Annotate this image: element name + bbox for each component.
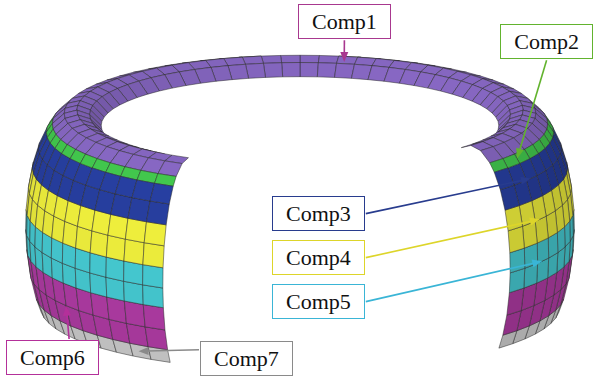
mesh-element [125, 218, 146, 242]
mesh-element [92, 210, 111, 235]
mesh-element [337, 56, 358, 64]
leader-line [366, 263, 534, 301]
leader-lines [63, 40, 547, 355]
mesh-element [150, 183, 173, 204]
mesh-element [318, 55, 338, 63]
mesh-element [143, 265, 163, 288]
mesh-element [317, 63, 336, 78]
mesh-element [261, 55, 281, 63]
callout-label: Comp6 [20, 345, 85, 370]
mesh-element [281, 55, 300, 62]
leader-line [520, 60, 547, 150]
mesh-element [90, 231, 108, 257]
mesh-element [124, 261, 143, 285]
callout-box: Comp4 [272, 240, 365, 275]
arrow-head [529, 218, 540, 226]
arrow-head [520, 177, 531, 185]
mesh-element [146, 201, 169, 225]
mesh-element [242, 56, 263, 64]
callout-box: Comp7 [200, 341, 293, 376]
arrow-head [516, 148, 524, 159]
leader-line [366, 180, 522, 213]
mesh-element [144, 222, 166, 246]
mesh-element [124, 281, 144, 304]
leader-line [147, 350, 199, 351]
mesh-element [145, 327, 168, 350]
mesh-element [108, 214, 128, 239]
arrow-head [63, 306, 71, 316]
callout-label: Comp4 [286, 245, 351, 270]
mesh-element [300, 63, 318, 77]
callout-label: Comp1 [312, 9, 377, 34]
callout-box: Comp5 [272, 284, 365, 319]
mesh-element [143, 285, 164, 308]
mesh-element [143, 305, 165, 330]
leader-line [366, 221, 531, 257]
mesh-element [263, 63, 282, 78]
callout-label: Comp3 [286, 201, 351, 226]
mesh-element [503, 311, 521, 336]
mesh-element [282, 63, 300, 77]
mesh-element [106, 235, 125, 261]
mesh-element [143, 243, 164, 268]
leader-line [67, 315, 69, 339]
callout-box: Comp3 [272, 196, 365, 231]
mesh-element [128, 198, 150, 222]
callout-box: Comp6 [6, 340, 99, 375]
mesh-element [124, 239, 144, 265]
arrow-head [340, 52, 348, 62]
mesh-element [124, 301, 145, 327]
mesh-element [300, 55, 319, 62]
callout-box: Comp2 [500, 24, 593, 59]
mesh-element [335, 63, 355, 78]
callout-label: Comp5 [286, 289, 351, 314]
arrow-head [138, 347, 148, 355]
leader-line [343, 40, 345, 53]
callout-box: Comp1 [298, 4, 391, 39]
tire-mesh [26, 55, 575, 362]
arrow-head [532, 260, 543, 268]
callout-label: Comp2 [514, 29, 579, 54]
mesh-element [246, 63, 266, 78]
callout-label: Comp7 [214, 346, 279, 371]
